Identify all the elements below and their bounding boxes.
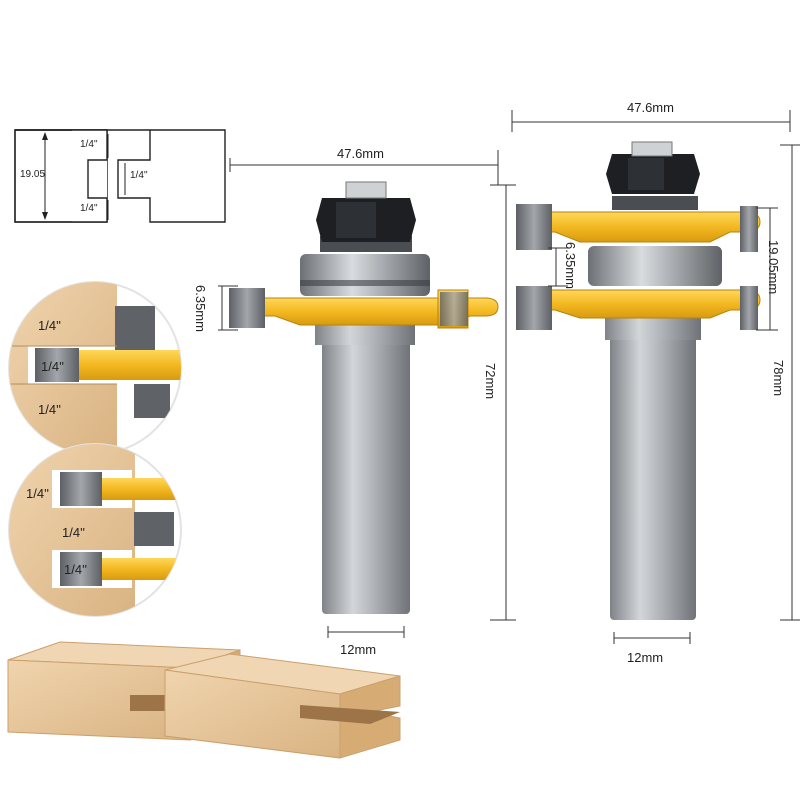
wood-joint-illustration (7, 641, 401, 759)
router-bit-left (229, 181, 499, 614)
left-bit-length-label: 72mm (483, 363, 498, 400)
tongue-middle-label: 1/4'' (62, 525, 86, 540)
tongue-top-label: 1/4'' (26, 486, 50, 501)
groove-bottom-label: 1/4'' (38, 402, 62, 417)
left-bit-thickness-label: 6.35mm (193, 285, 208, 332)
profile-bottom-label: 1/4'' (80, 203, 98, 214)
right-bit-gap-label: 6.35mm (563, 242, 578, 289)
profile-diagram (14, 129, 226, 223)
right-bit-shank-label: 12mm (627, 650, 664, 665)
left-bit-shank-label: 12mm (340, 642, 377, 657)
profile-top-label: 1/4'' (80, 139, 98, 150)
left-bit-width-label: 47.6mm (337, 146, 384, 161)
detail-groove-circle (8, 281, 182, 455)
profile-tongue-label: 1/4'' (130, 170, 148, 181)
router-bit-right (516, 141, 761, 620)
right-bit-width-label: 47.6mm (627, 100, 674, 115)
profile-total-label: 19.05 (20, 169, 46, 180)
right-bit-span-label: 19.05mm (766, 240, 781, 295)
groove-middle-label: 1/4'' (41, 359, 65, 374)
dimension-lines (218, 110, 800, 644)
tongue-bottom-label: 1/4'' (64, 562, 88, 577)
profile-outline (15, 129, 226, 223)
detail-tongue-circle (8, 443, 182, 617)
right-bit-length-label: 78mm (771, 360, 786, 397)
groove-top-label: 1/4'' (38, 318, 62, 333)
